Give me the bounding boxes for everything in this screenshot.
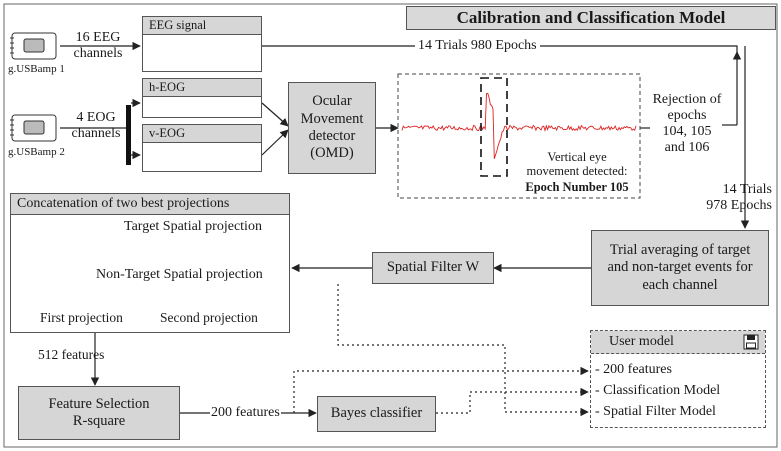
concatenation-title: Concatenation of two best projections: [11, 194, 289, 215]
veog-panel: v-EOG: [142, 124, 262, 172]
user-model-item: - Spatial Filter Model: [595, 404, 716, 419]
eeg-channels-label: 16 EEG channels: [73, 30, 123, 62]
concatenation-panel: Concatenation of two best projections: [10, 193, 290, 333]
user-model-item: - Classification Model: [595, 383, 721, 398]
trial-averaging-label: Trial averaging of target and non-target…: [607, 241, 753, 293]
eeg-signal-title: EEG signal: [143, 17, 261, 35]
trial-averaging-box: Trial averaging of target and non-target…: [591, 230, 769, 306]
user-model-panel: User model - 200 features - Classificati…: [590, 330, 766, 428]
dotted-features: [293, 366, 589, 413]
user-model-title: User model: [591, 331, 765, 354]
usbamp-1-icon: [10, 30, 60, 62]
detection-caption: Vertical eye movement detected:: [526, 150, 628, 179]
dotted-spatial: [337, 284, 589, 417]
trials-978-label: 14 Trials 978 Epochs: [706, 182, 772, 214]
feature-selection-box: Feature Selection R-square: [18, 386, 180, 440]
outer-frame: [3, 3, 778, 448]
dotted-classifier: [436, 387, 589, 414]
heog-title: h-EOG: [143, 79, 261, 97]
save-icon[interactable]: [743, 334, 759, 350]
detected-epoch-number: Epoch Number 105: [525, 180, 629, 194]
trials-980-label: 14 Trials 980 Epochs: [415, 38, 540, 55]
usbamp-2-icon: [10, 112, 60, 144]
bus-bar: [126, 105, 131, 165]
rejection-label: Rejection of epochs 104, 105 and 106: [652, 92, 722, 156]
features-200-label: 200 features: [210, 405, 281, 422]
veog-title: v-EOG: [143, 125, 261, 143]
detection-trace: [401, 92, 637, 159]
second-projection-label: Second projection: [158, 310, 260, 326]
page-title: Calibration and Classification Model: [406, 6, 776, 30]
nontarget-projection-label: Non-Target Spatial projection: [96, 267, 263, 282]
arrow-veog-omd: [261, 129, 289, 156]
omd-box: Ocular Movement detector (OMD): [288, 82, 376, 174]
features-512-label: 512 features: [38, 347, 105, 362]
heog-panel: h-EOG: [142, 78, 262, 118]
user-model-item: - 200 features: [595, 362, 672, 377]
omd-label: Ocular Movement detector (OMD): [300, 93, 364, 162]
eeg-signal-panel: EEG signal: [142, 16, 262, 72]
spatial-filter-box: Spatial Filter W: [372, 252, 494, 284]
usbamp-2-label: g.USBamp 2: [8, 146, 65, 158]
detected-epoch-frame: [480, 77, 508, 177]
target-projection-label: Target Spatial projection: [124, 219, 262, 234]
first-projection-label: First projection: [38, 310, 125, 326]
bayes-classifier-box: Bayes classifier: [317, 396, 436, 432]
spatial-filter-label: Spatial Filter W: [386, 259, 480, 276]
usbamp-1-label: g.USBamp 1: [8, 63, 65, 75]
bayes-classifier-label: Bayes classifier: [330, 405, 423, 422]
eog-channels-label: 4 EOG channels: [71, 110, 121, 142]
page-title-text: Calibration and Classification Model: [456, 8, 726, 27]
feature-selection-label: Feature Selection R-square: [48, 395, 150, 429]
arrow-heog-omd: [261, 102, 289, 127]
detection-frame: [397, 73, 641, 199]
